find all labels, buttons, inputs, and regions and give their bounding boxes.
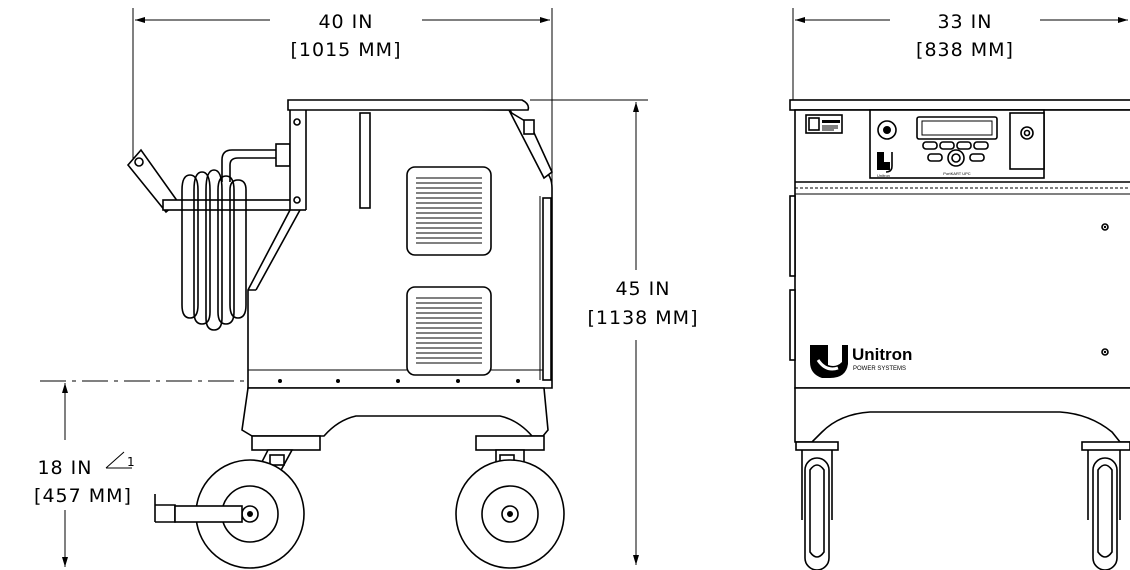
vent-upper xyxy=(406,166,492,256)
keypad[interactable] xyxy=(922,141,989,167)
front-view: 33 IN [838 MM] xyxy=(789,8,1130,570)
panel-logo: Unitron xyxy=(877,152,893,178)
caster-right xyxy=(455,449,565,569)
front-width-imperial: 33 IN xyxy=(937,11,992,33)
brand-logo: Unitron POWER SYSTEMS xyxy=(810,345,912,378)
front-caster-right xyxy=(1081,441,1130,570)
base-height-metric: [457 MM] xyxy=(34,485,132,507)
front-caster-left xyxy=(795,441,839,570)
side-body xyxy=(247,99,553,389)
side-view: 40 IN [1015 MM] 45 IN [1138 MM] 18 IN [4… xyxy=(34,8,698,569)
panel-logo-text: Unitron xyxy=(877,173,890,178)
vent-lower xyxy=(406,286,492,376)
front-width-metric: [838 MM] xyxy=(916,39,1014,61)
side-width-metric: [1015 MM] xyxy=(290,39,401,61)
base-height-dimension: 18 IN [457 MM] 1 xyxy=(34,380,372,567)
note-callout: 1 xyxy=(127,455,135,469)
side-screws xyxy=(278,118,520,383)
front-base xyxy=(794,387,1130,443)
lcd-display xyxy=(916,116,998,140)
power-button xyxy=(1020,126,1034,140)
brand-tagline: POWER SYSTEMS xyxy=(853,366,906,372)
warning-label xyxy=(805,114,843,134)
side-width-imperial: 40 IN xyxy=(318,11,373,33)
caster-left xyxy=(154,449,305,569)
brand-name: Unitron xyxy=(852,345,912,364)
control-panel: Unitron PortKART UPC xyxy=(869,109,1045,179)
base-height-imperial: 18 IN xyxy=(37,457,92,479)
width-dimension-front: 33 IN [838 MM] xyxy=(792,8,1128,100)
height-metric: [1138 MM] xyxy=(587,307,698,329)
width-dimension-side: 40 IN [1015 MM] xyxy=(132,8,553,195)
height-dimension: 45 IN [1138 MM] xyxy=(530,99,698,565)
side-base xyxy=(241,387,549,451)
panel-model-text: PortKART UPC xyxy=(943,171,971,176)
height-imperial: 45 IN xyxy=(615,278,670,300)
